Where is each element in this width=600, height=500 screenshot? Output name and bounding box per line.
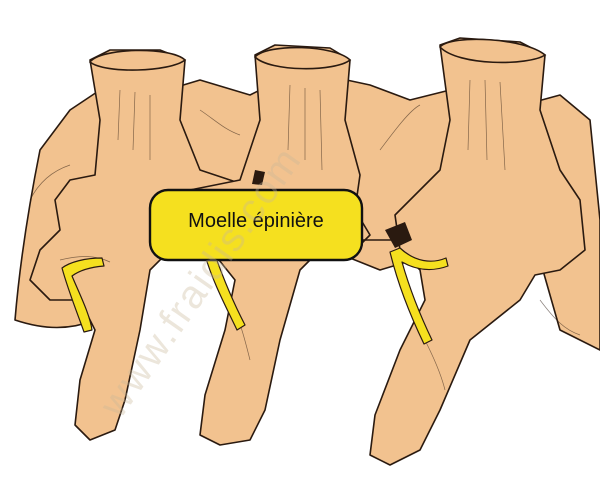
callout-label: Moelle épinière (188, 210, 324, 232)
nerve-root-middle (204, 251, 246, 331)
cap-left (88, 49, 187, 71)
nerve-roots (61, 247, 449, 345)
cap-middle (253, 46, 352, 70)
canal-gap-right (385, 222, 412, 248)
callout-box (148, 188, 364, 262)
canal-gaps (252, 170, 412, 248)
callout: Moelle épinière (148, 188, 364, 262)
vertebra-right (369, 37, 586, 466)
process-caps (88, 38, 547, 71)
nerve-root-left (61, 257, 105, 333)
vertebra-left (29, 49, 246, 441)
hatching (29, 79, 581, 391)
canal-gap-middle (252, 170, 265, 185)
nerve-root-right (389, 247, 449, 345)
cap-right (438, 38, 547, 64)
